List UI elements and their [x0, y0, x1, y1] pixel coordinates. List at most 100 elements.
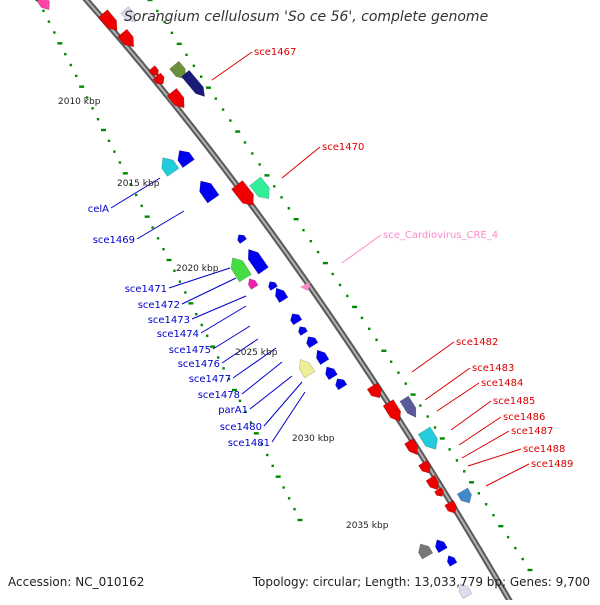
inner-tick-dot — [69, 63, 72, 67]
gene-forward-3 — [97, 9, 118, 31]
gene-label-sce1483: sce1483 — [472, 363, 514, 374]
gene-label-sce1475: sce1475 — [169, 345, 211, 356]
outer-tick-dot — [302, 228, 305, 232]
outer-tick-dot — [368, 327, 371, 331]
inner-tick-dot — [166, 258, 172, 262]
gene-label-celA: celA — [88, 204, 109, 215]
inner-tick-dot — [91, 107, 94, 110]
leader-line — [436, 382, 480, 412]
outer-tick-dot — [214, 97, 217, 100]
outer-tick-dot — [273, 185, 276, 188]
outer-tick-dot — [251, 152, 254, 155]
gene-forward-2 — [120, 6, 136, 23]
gene-reverse-20 — [459, 583, 473, 599]
gene-reverse-6 — [230, 257, 252, 283]
gene-label-sce1488: sce1488 — [523, 444, 565, 455]
gene-forward-8 — [166, 88, 185, 109]
leader-line — [467, 448, 522, 467]
gene-label-sce1478: sce1478 — [198, 390, 240, 401]
outer-tick-dot — [498, 524, 504, 528]
gene-label-sce1482: sce1482 — [456, 337, 498, 348]
outer-tick-dot — [397, 371, 400, 374]
gene-reverse-3 — [199, 180, 220, 204]
inner-tick-dot — [200, 323, 203, 327]
gene-reverse-5 — [247, 248, 269, 275]
rna-feature — [300, 282, 310, 291]
outer-tick-dot — [316, 250, 320, 254]
leader-line — [110, 177, 161, 209]
gene-forward-18 — [425, 475, 439, 491]
inner-tick-dot — [144, 215, 150, 218]
gene-forward-10 — [231, 180, 254, 206]
gene-forward-12 — [366, 382, 382, 399]
inner-tick-dot — [173, 269, 176, 273]
leader-line — [241, 361, 283, 395]
inner-tick-dot — [260, 442, 263, 446]
outer-tick-dot — [243, 141, 247, 144]
gene-label-sce1485: sce1485 — [493, 396, 535, 407]
inner-tick-dot — [75, 74, 78, 78]
inner-tick-dot — [227, 377, 231, 381]
outer-tick-dot — [192, 64, 196, 67]
outer-tick-dot — [389, 360, 393, 363]
gene-label-sce1474: sce1474 — [157, 329, 199, 340]
leader-line — [281, 146, 321, 179]
inner-tick-dot — [216, 356, 220, 359]
outer-tick-dot — [375, 338, 378, 342]
outer-tick-dot — [147, 0, 153, 2]
leader-line — [461, 430, 510, 459]
outer-tick-dot — [521, 557, 524, 561]
gene-forward-6 — [169, 60, 187, 80]
inner-tick-dot — [64, 52, 67, 56]
inner-tick-dot — [79, 85, 85, 88]
gene-reverse-10 — [290, 313, 303, 326]
outer-tick-dot — [463, 470, 466, 473]
gene-label-sce1487: sce1487 — [511, 426, 553, 437]
inner-tick-dot — [57, 42, 63, 45]
gene-label-sce1470: sce1470 — [322, 142, 364, 153]
gene-forward-1 — [36, 0, 50, 11]
gene-reverse-2 — [177, 150, 195, 168]
inner-tick-dot — [140, 204, 143, 208]
inner-tick-dot — [184, 291, 187, 294]
outer-tick-dot — [477, 492, 481, 495]
gene-label-sce1472: sce1472 — [138, 300, 180, 311]
leader-line — [341, 234, 382, 264]
outer-tick-dot — [404, 382, 407, 385]
gene-reverse-15 — [335, 378, 348, 391]
inner-tick-dot — [113, 150, 116, 153]
leader-line — [168, 267, 231, 289]
inner-tick-dot — [275, 475, 281, 478]
inner-tick-dot — [232, 388, 237, 392]
inner-tick-dot — [249, 421, 253, 424]
leader-line — [200, 305, 247, 334]
leader-line — [221, 338, 259, 364]
outer-tick-dot — [205, 86, 211, 89]
outer-tick-dot — [346, 294, 349, 298]
inner-tick-dot — [244, 410, 247, 413]
leader-line — [485, 463, 530, 487]
inner-tick-dot — [47, 20, 51, 23]
gene-forward-4 — [117, 28, 135, 48]
gene-reverse-1 — [161, 157, 180, 177]
inner-tick-dot — [206, 334, 209, 338]
outer-tick-dot — [469, 481, 475, 484]
gene-reverse-8 — [268, 281, 278, 291]
leader-line — [211, 51, 253, 81]
gene-layer — [36, 0, 473, 599]
gene-reverse-13 — [316, 349, 330, 365]
outer-tick-dot — [338, 283, 342, 287]
outer-tick-dot — [170, 31, 174, 35]
inner-tick-dot — [129, 182, 132, 186]
scale-tick-label: 2030 kbp — [292, 434, 335, 444]
gene-forward-15 — [404, 438, 418, 456]
gene-forward-14 — [399, 395, 417, 418]
gene-label-sce1471: sce1471 — [125, 284, 167, 295]
gene-forward-16 — [417, 426, 438, 450]
gene-label-sce1477: sce1477 — [189, 374, 231, 385]
outer-tick-dot — [419, 404, 422, 407]
outer-tick-dot — [280, 196, 283, 199]
gene-reverse-17 — [418, 543, 434, 560]
